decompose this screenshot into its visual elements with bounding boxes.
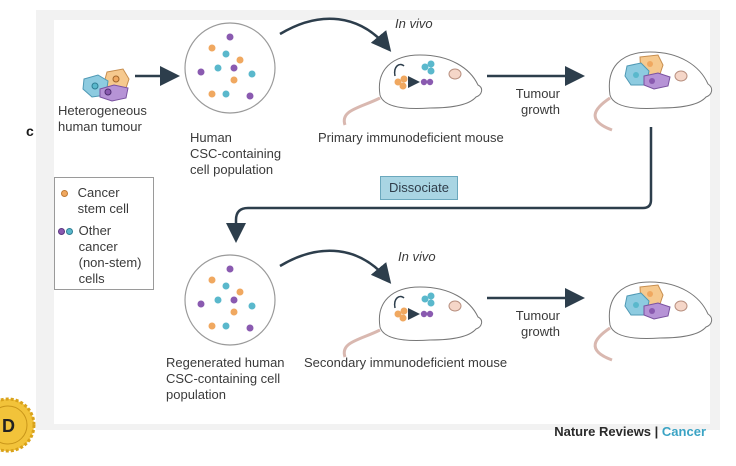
non-stem-cell-dot xyxy=(225,32,235,42)
dissociate-box: Dissociate xyxy=(380,176,458,200)
secondary-mouse-label: Secondary immunodeficient mouse xyxy=(304,355,508,370)
growth-label-line: growth xyxy=(520,102,560,117)
tumour-label-line: Heterogeneous xyxy=(58,103,147,118)
stem-cell-dot xyxy=(207,43,217,53)
growth-label-line: Tumour xyxy=(515,86,560,101)
growth-label-line: Tumour xyxy=(515,308,560,323)
stem-cell-dot xyxy=(207,89,217,99)
stem-cell-dot xyxy=(207,275,217,285)
legend-text-line: cancer xyxy=(78,239,118,254)
stem-cell-dot xyxy=(229,75,239,85)
legend-stem-text: Cancer stem cell xyxy=(78,185,129,217)
non-stem-cell-dot xyxy=(221,281,231,291)
non-stem-cell-dot xyxy=(196,67,206,77)
tumour-growth-label-2: Tumour growth xyxy=(510,308,560,340)
non-stem-cell-dot xyxy=(225,264,235,274)
stem-cell-dot xyxy=(235,287,245,297)
side-label: c xyxy=(26,123,34,139)
non-stem-cell-dot xyxy=(221,321,231,331)
population-label-line: CSC-containing xyxy=(190,146,282,161)
tumour-cells-icon xyxy=(82,68,130,102)
cell-population-circle xyxy=(184,22,276,114)
arrow-to-primary-mouse xyxy=(279,17,392,52)
regenerated-label-line: Regenerated human xyxy=(166,355,285,370)
purple-cell-dot-icon xyxy=(58,228,65,236)
regenerated-label-line: CSC-containing cell xyxy=(166,371,281,386)
tumour-mouse-illustration-2 xyxy=(593,281,713,362)
legend-other-cells: Other cancer (non-stem) cells xyxy=(58,223,141,287)
legend-text-line: (non-stem) xyxy=(78,255,142,270)
teal-cell-dot-icon xyxy=(66,228,73,236)
legend-stem-cell: Cancer stem cell xyxy=(61,185,129,217)
non-stem-cell-dot xyxy=(247,69,257,79)
arrow-to-secondary-mouse xyxy=(279,249,392,284)
primary-mouse-illustration xyxy=(342,54,483,126)
non-stem-cell-dot xyxy=(229,63,239,73)
non-stem-cell-dot xyxy=(247,301,257,311)
legend-other-text: Other cancer (non-stem) cells xyxy=(79,223,142,287)
growth-label-line: growth xyxy=(520,324,560,339)
in-vivo-label-1: In vivo xyxy=(395,16,433,31)
stem-cell-dot xyxy=(207,321,217,331)
non-stem-cell-dot xyxy=(245,323,255,333)
stem-cell-dot-icon xyxy=(61,190,68,198)
stem-cell-dot xyxy=(229,307,239,317)
figure-credit: Nature Reviews | Cancer xyxy=(554,424,706,439)
non-stem-cell-dot xyxy=(213,63,223,73)
non-stem-cell-dot xyxy=(221,89,231,99)
stem-cell-dot xyxy=(235,55,245,65)
dissociate-loop-arrow xyxy=(226,127,653,243)
population-label: Human CSC-containing cell population xyxy=(190,130,281,178)
credit-separator: | xyxy=(651,424,662,439)
non-stem-cell-dot xyxy=(196,299,206,309)
non-stem-cell-dot xyxy=(221,49,231,59)
gold-seal-badge: D xyxy=(0,397,36,453)
primary-mouse-label: Primary immunodeficient mouse xyxy=(318,130,504,145)
credit-publisher: Nature Reviews xyxy=(554,424,652,439)
svg-text:D: D xyxy=(2,416,15,436)
tumour-growth-label-1: Tumour growth xyxy=(510,86,560,118)
credit-journal: Cancer xyxy=(661,424,706,439)
tumour-label-line: human tumour xyxy=(58,119,142,134)
non-stem-cell-dot xyxy=(213,295,223,305)
legend-text-line: Cancer xyxy=(77,185,120,200)
legend-box: Cancer stem cell Other cancer (non-stem)… xyxy=(54,177,154,290)
non-stem-cell-dot xyxy=(229,295,239,305)
legend-text-line: stem cell xyxy=(77,201,129,216)
legend-text-line: cells xyxy=(78,271,105,286)
legend-text-line: Other xyxy=(78,223,112,238)
regenerated-population-circle xyxy=(184,254,276,346)
regenerated-label: Regenerated human CSC-containing cell po… xyxy=(166,355,285,403)
population-label-line: cell population xyxy=(190,162,274,177)
non-stem-cell-dot xyxy=(245,91,255,101)
in-vivo-label-2: In vivo xyxy=(398,249,436,264)
regenerated-label-line: population xyxy=(166,387,226,402)
tumour-label: Heterogeneous human tumour xyxy=(58,103,147,135)
tumour-mouse-illustration-1 xyxy=(593,51,713,132)
secondary-mouse-illustration xyxy=(342,286,483,358)
population-label-line: Human xyxy=(190,130,232,145)
